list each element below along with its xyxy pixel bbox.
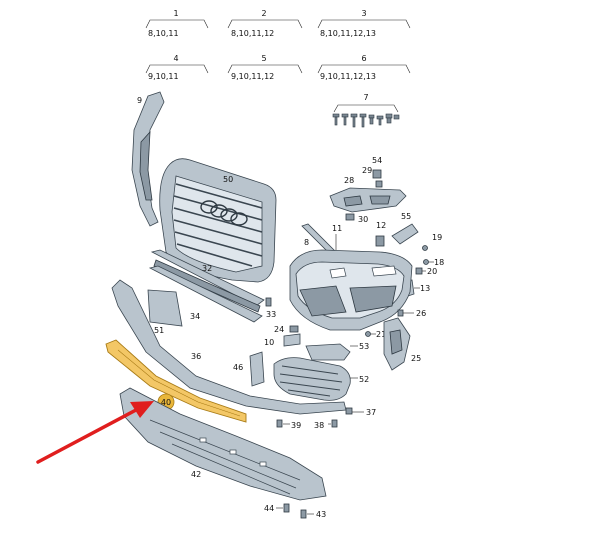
part-9-side-trim: 9 bbox=[131, 91, 165, 227]
group-header-1: 1 8,10,11 bbox=[145, 9, 209, 38]
callout-25: 25 bbox=[411, 354, 421, 363]
callout-38: 38 bbox=[314, 421, 324, 430]
callout-10: 10 bbox=[264, 338, 274, 347]
part-44-screw: 44 bbox=[264, 503, 290, 513]
part-24-clip: 24 bbox=[274, 325, 299, 334]
callout-8: 8 bbox=[304, 238, 309, 247]
part-52-fog-grille: 52 bbox=[273, 357, 369, 401]
part-50-radiator-grille: 50 bbox=[159, 158, 277, 283]
callout-32: 32 bbox=[202, 264, 212, 273]
group-parts: 8,10,11,12 bbox=[231, 29, 274, 38]
part-43-nut: 43 bbox=[300, 509, 326, 519]
callout-34: 34 bbox=[190, 312, 200, 321]
callout-37: 37 bbox=[366, 408, 376, 417]
callout-12: 12 bbox=[376, 221, 386, 230]
part-26-screw: 26 bbox=[397, 309, 426, 318]
part-37-screw: 37 bbox=[345, 407, 376, 417]
part-21-clip: 21 bbox=[365, 330, 386, 339]
group-number: 5 bbox=[261, 54, 266, 63]
group-header-3: 3 8,10,11,12,13 bbox=[317, 9, 411, 38]
part-51-license-holder: 51 bbox=[147, 289, 183, 335]
group-parts: 9,10,11,12 bbox=[231, 72, 274, 81]
group-parts: 9,10,11,12,13 bbox=[320, 72, 376, 81]
callout-29: 29 bbox=[362, 166, 372, 175]
callout-19: 19 bbox=[432, 233, 442, 242]
group-number: 6 bbox=[361, 54, 366, 63]
group-header-6: 6 9,10,11,12,13 bbox=[317, 54, 411, 81]
part-38-nut: 38 bbox=[314, 419, 338, 430]
part-32-grille-strip: 32 bbox=[150, 249, 265, 313]
group-number: 1 bbox=[173, 9, 178, 18]
part-55-cover: 55 bbox=[391, 212, 419, 245]
part-54-shape bbox=[372, 169, 382, 179]
group-parts: 8,10,11 bbox=[148, 29, 179, 38]
callout-46: 46 bbox=[233, 363, 243, 372]
part-10-emblem-cover: 10 bbox=[264, 333, 301, 347]
part-39-screw: 39 bbox=[276, 419, 301, 430]
group-header-4: 4 9,10,11 bbox=[145, 54, 209, 81]
callout-20: 20 bbox=[427, 267, 437, 276]
red-arrow-icon bbox=[36, 401, 154, 464]
group-parts: 9,10,11 bbox=[148, 72, 179, 81]
callout-40: 40 bbox=[161, 398, 171, 407]
callout-53: 53 bbox=[359, 342, 369, 351]
part-33-screw: 33 bbox=[265, 297, 276, 319]
group-parts: 8,10,11,12,13 bbox=[320, 29, 376, 38]
part-29-screw: 29 bbox=[362, 166, 383, 188]
callout-55: 55 bbox=[401, 212, 411, 221]
part-20-clip: 20 bbox=[415, 267, 437, 276]
callout-18: 18 bbox=[434, 258, 444, 267]
callout-42: 42 bbox=[191, 470, 201, 479]
callout-24: 24 bbox=[274, 325, 284, 334]
part-42-underbody-shield: 42 bbox=[119, 387, 327, 501]
callout-11: 11 bbox=[332, 224, 342, 233]
part-7-fasteners: 7 bbox=[332, 93, 400, 128]
part-34-grille-strip: 34 bbox=[148, 265, 263, 323]
group-header-5: 5 9,10,11,12 bbox=[227, 54, 303, 81]
callout-52: 52 bbox=[359, 375, 369, 384]
part-46-cover: 46 bbox=[233, 351, 265, 387]
part-28-bracket: 28 bbox=[329, 176, 407, 213]
callout-33: 33 bbox=[266, 310, 276, 319]
callout-7: 7 bbox=[363, 93, 368, 102]
callout-54: 54 bbox=[372, 156, 382, 165]
callout-26: 26 bbox=[416, 309, 426, 318]
part-36-spoiler: 36 bbox=[111, 279, 347, 415]
part-19-screw: 19 bbox=[422, 233, 442, 251]
callout-36: 36 bbox=[191, 352, 201, 361]
group-number: 4 bbox=[173, 54, 178, 63]
part-11-trim-strip: 11 bbox=[332, 224, 342, 250]
callout-51: 51 bbox=[154, 326, 164, 335]
part-30-clip: 30 bbox=[345, 213, 368, 224]
callout-9: 9 bbox=[137, 96, 142, 105]
part-25-side-bracket: 25 bbox=[383, 317, 421, 371]
group-header-2: 2 8,10,11,12 bbox=[227, 9, 303, 38]
part-12-clip: 12 bbox=[375, 221, 386, 247]
callout-13: 13 bbox=[420, 284, 430, 293]
callout-39: 39 bbox=[291, 421, 301, 430]
callout-44: 44 bbox=[264, 504, 274, 513]
callout-28: 28 bbox=[344, 176, 354, 185]
group-number: 2 bbox=[261, 9, 266, 18]
bumper-cover bbox=[289, 249, 413, 331]
callout-50: 50 bbox=[223, 175, 233, 184]
callout-21: 21 bbox=[376, 330, 386, 339]
group-number: 3 bbox=[361, 9, 366, 18]
part-18-nut: 18 bbox=[423, 258, 444, 267]
callout-30: 30 bbox=[358, 215, 368, 224]
part-54-clip: 54 bbox=[372, 156, 382, 179]
part-53-bracket: 53 bbox=[305, 342, 369, 361]
callout-43: 43 bbox=[316, 510, 326, 519]
